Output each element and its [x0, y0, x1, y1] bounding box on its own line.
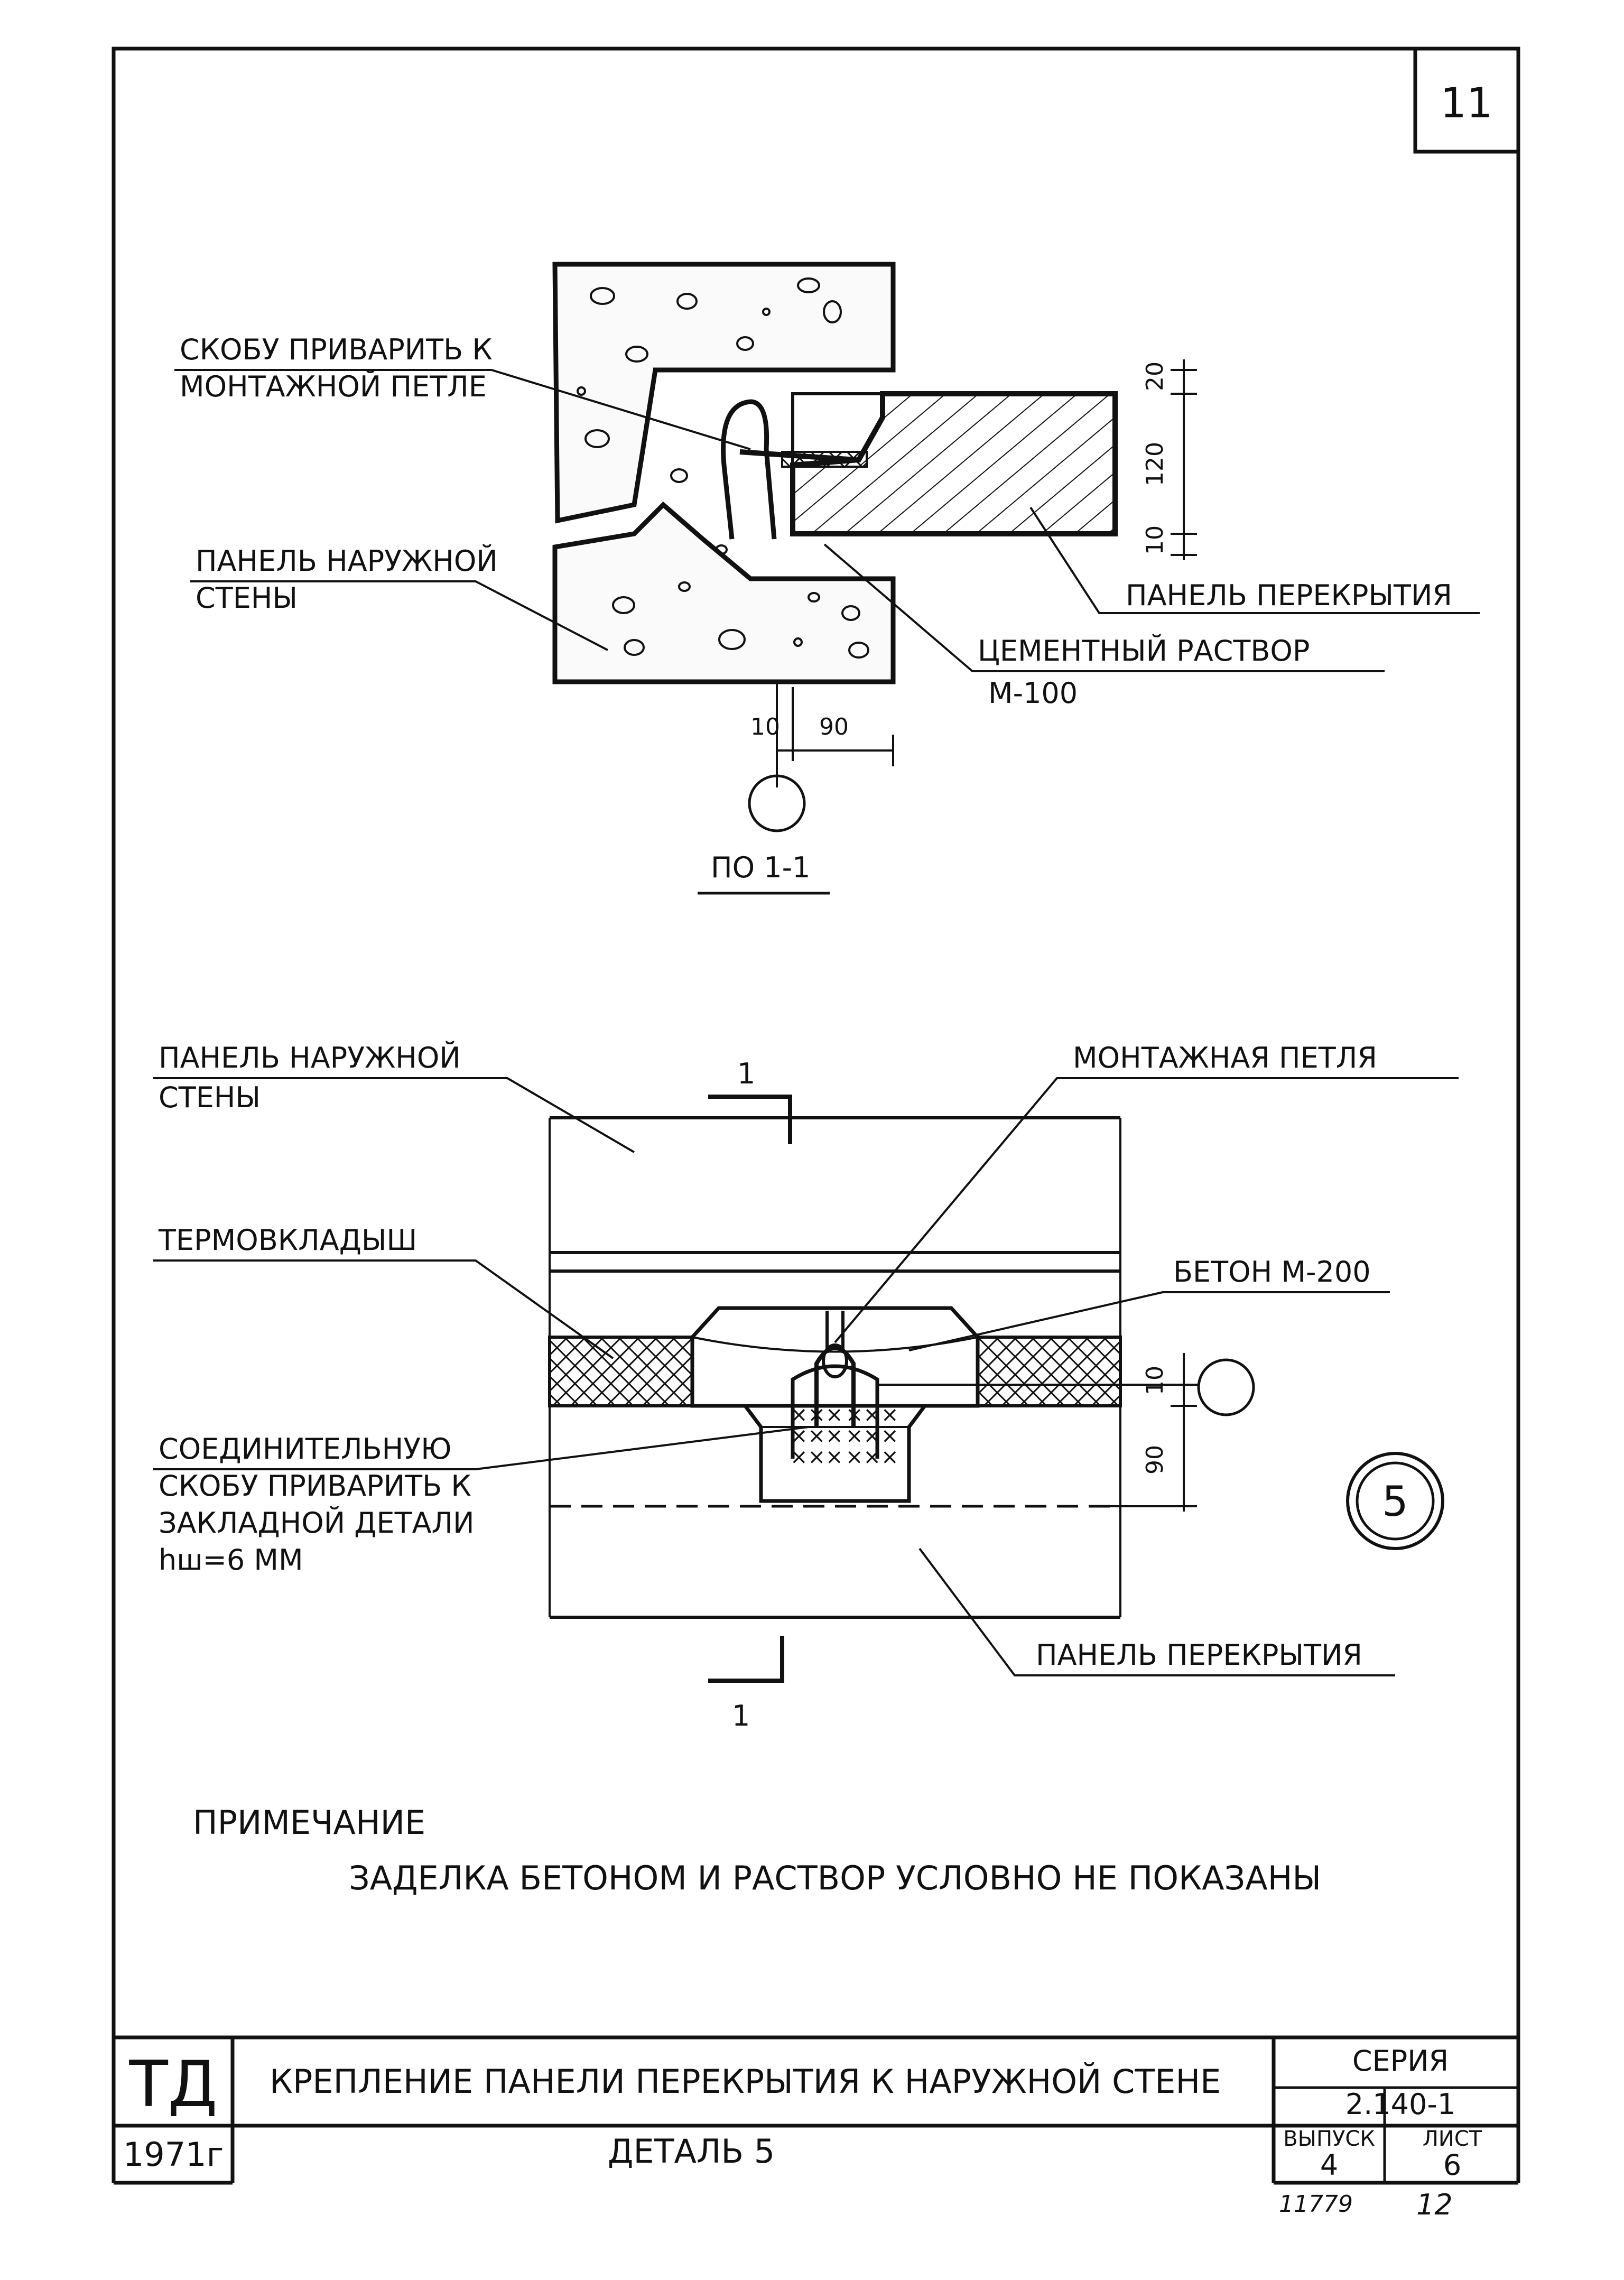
issue-value: 4	[1320, 2148, 1338, 2182]
sheet-label: ЛИСТ	[1423, 2127, 1482, 2151]
dim-bottom: 10	[1142, 525, 1168, 555]
dim-mid: 120	[1142, 442, 1168, 486]
mounting-loop-plan	[814, 1346, 856, 1427]
section-cut-bottom	[708, 1636, 784, 1683]
leader-bracket	[174, 369, 751, 450]
plan-dim-top: 10	[1142, 1366, 1168, 1395]
label-mortar-l1: ЦЕМЕНТНЫЙ РАСТВОР	[978, 634, 1310, 668]
drawing-subtitle: ДЕТАЛЬ 5	[608, 2132, 775, 2171]
plan-label-weld-l3: ЗАКЛАДНОЙ ДЕТАЛИ	[159, 1506, 475, 1540]
section-mark-bottom: 1	[732, 1699, 750, 1732]
leader-plan-insert	[153, 1259, 614, 1359]
series-value: 2.140-1	[1345, 2088, 1455, 2121]
detail-number-circle	[1346, 1452, 1444, 1550]
note-heading: ПРИМЕЧАНИЕ	[193, 1803, 425, 1842]
mounting-loop-section	[721, 399, 777, 540]
svg-text:×××: ×××	[846, 1424, 899, 1448]
concrete-aggregate	[577, 277, 869, 659]
plan-view: ××××××××× ××××××××× 1 1 10 90 5 ПАНЕЛЬ Н…	[153, 1041, 1459, 1732]
svg-text:×××: ×××	[790, 1445, 843, 1469]
dim-right: 90	[819, 713, 849, 740]
archive-sheet: 12	[1416, 2188, 1453, 2221]
section-view: СКОБУ ПРИВАРИТЬ К МОНТАЖНОЙ ПЕТЛЕ ПАНЕЛЬ…	[174, 262, 1480, 895]
year: 1971г	[123, 2135, 224, 2174]
sheet-number: 11	[1440, 80, 1492, 127]
plan-label-wall-l2: СТЕНЫ	[159, 1081, 261, 1114]
thermal-insert-right	[976, 1336, 1122, 1407]
plan-dim-bottom: 90	[1142, 1445, 1168, 1475]
org-code: ТД	[128, 2048, 217, 2121]
plan-vertical-dimension	[877, 1353, 1200, 1512]
label-bracket-l2: МОНТАЖНОЙ ПЕТЛЕ	[180, 370, 487, 403]
leader-plan-weld	[153, 1426, 809, 1470]
drawing-title: КРЕПЛЕНИЕ ПАНЕЛИ ПЕРЕКРЫТИЯ К НАРУЖНОЙ С…	[270, 2062, 1221, 2101]
wall-panel-lower	[552, 501, 896, 684]
leader-slab-section	[1029, 506, 1480, 614]
wall-panel-upper	[552, 262, 896, 524]
section-cut-top	[708, 1095, 792, 1144]
label-wall-l2: СТЕНЫ	[196, 581, 298, 615]
leader-plan-wall	[153, 1077, 635, 1153]
archive-number: 11779	[1279, 2191, 1353, 2218]
svg-text:×××: ×××	[846, 1445, 899, 1469]
plan-label-loop: МОНТАЖНАЯ ПЕТЛЯ	[1073, 1041, 1377, 1074]
section-mark-top: 1	[737, 1057, 755, 1090]
vertical-dimension	[1171, 359, 1197, 560]
leader-plan-slab	[918, 1547, 1395, 1676]
plan-label-weld-l2: СКОБУ ПРИВАРИТЬ К	[159, 1469, 471, 1503]
detail-number: 5	[1382, 1478, 1408, 1526]
sheet-value: 6	[1443, 2148, 1461, 2182]
embedded-part-plan	[744, 1404, 926, 1503]
label-slab-section: ПАНЕЛЬ ПЕРЕКРЫТИЯ	[1126, 579, 1452, 612]
thermal-insert-left	[548, 1336, 694, 1407]
plan-label-weld-l4: hш=6 ММ	[159, 1543, 303, 1577]
section-caption: ПО 1-1	[711, 851, 810, 884]
title-block: ТД 1971г КРЕПЛЕНИЕ ПАНЕЛИ ПЕРЕКРЫТИЯ К Н…	[112, 2035, 1520, 2185]
axis-marker-plan	[1197, 1358, 1255, 1416]
slab-panel-section	[790, 391, 1118, 536]
note-text: ЗАДЕЛКА БЕТОНОМ И РАСТВОР УСЛОВНО НЕ ПОК…	[349, 1859, 1321, 1897]
concrete-plug	[690, 1306, 980, 1408]
dim-top: 20	[1142, 362, 1168, 391]
plan-label-insert: ТЕРМОВКЛАДЫШ	[158, 1224, 417, 1257]
plan-label-concrete: БЕТОН М-200	[1173, 1255, 1371, 1289]
leader-plan-concrete	[908, 1291, 1390, 1351]
sheet-number-box	[1413, 47, 1520, 154]
leader-wall	[190, 580, 608, 651]
issue-label: ВЫПУСК	[1283, 2127, 1375, 2151]
horizontal-dimension	[776, 682, 894, 787]
plan-label-weld-l1: СОЕДИНИТЕЛЬНУЮ	[159, 1432, 451, 1466]
label-wall-l1: ПАНЕЛЬ НАРУЖНОЙ	[196, 544, 498, 578]
plan-label-wall-l1: ПАНЕЛЬ НАРУЖНОЙ	[159, 1041, 461, 1074]
embedded-plate-section	[781, 451, 868, 468]
leader-mortar	[823, 543, 1385, 672]
axis-marker-section	[748, 774, 806, 832]
label-bracket-l1: СКОБУ ПРИВАРИТЬ К	[180, 333, 493, 366]
leader-plan-loop	[834, 1077, 1459, 1343]
label-mortar-l2: М-100	[988, 676, 1078, 710]
plan-label-slab: ПАНЕЛЬ ПЕРЕКРЫТИЯ	[1036, 1638, 1362, 1672]
series-label: СЕРИЯ	[1352, 2044, 1449, 2078]
weld-marks: ××××××××× ×××××××××	[790, 1403, 899, 1469]
dim-left: 10	[750, 713, 780, 740]
note-block: ПРИМЕЧАНИЕ ЗАДЕЛКА БЕТОНОМ И РАСТВОР УСЛ…	[193, 1803, 1321, 1897]
